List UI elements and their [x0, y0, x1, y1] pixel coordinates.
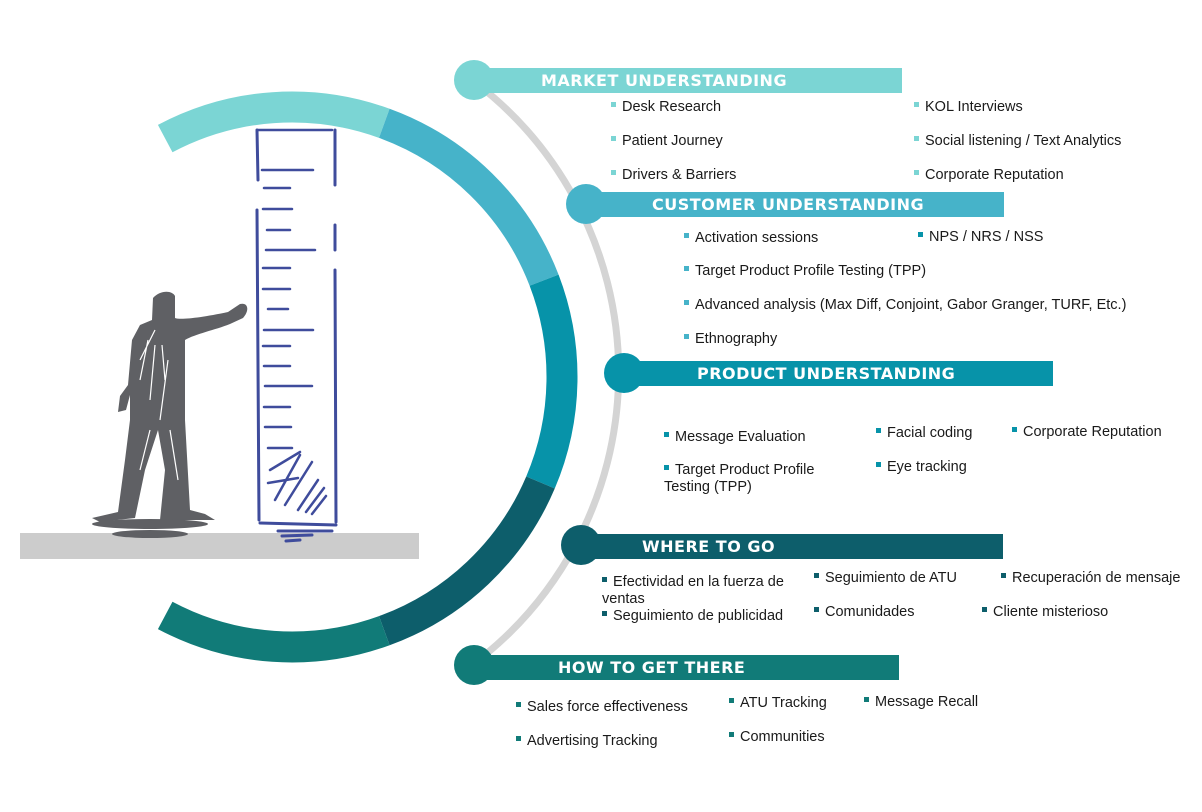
bullet-icon [684, 300, 689, 305]
list-item: NPS / NRS / NSS [918, 229, 1043, 246]
bullet-icon [684, 233, 689, 238]
bullet-icon [982, 607, 987, 612]
list-item: KOL Interviews [914, 99, 1023, 116]
list-item: Message Recall [864, 694, 978, 711]
list-item: Seguimiento de publicidad [602, 608, 783, 625]
bullet-icon [611, 102, 616, 107]
bullet-icon [729, 698, 734, 703]
section-title-how: HOW TO GET THERE [558, 658, 746, 677]
list-item: Sales force effectiveness [516, 699, 688, 716]
list-item: Communities [729, 729, 825, 746]
floor [20, 533, 419, 559]
list-item: Efectividad en la fuerza de ventas [602, 574, 784, 607]
bullet-icon [914, 170, 919, 175]
list-item: Ethnography [684, 331, 777, 348]
list-item: Target Product Profile Testing (TPP) [684, 263, 926, 280]
bullet-icon [914, 136, 919, 141]
list-item: Advertising Tracking [516, 733, 658, 750]
list-item: Facial coding [876, 425, 972, 442]
list-item: Patient Journey [611, 133, 723, 150]
list-item: Desk Research [611, 99, 721, 116]
bullet-icon [602, 611, 607, 616]
bullet-icon [611, 170, 616, 175]
bullet-icon [876, 462, 881, 467]
section-title-product: PRODUCT UNDERSTANDING [697, 364, 956, 383]
banner-how: HOW TO GET THERE [474, 655, 899, 680]
bullet-icon [729, 732, 734, 737]
bullet-icon [516, 702, 521, 707]
arc-segment-where [378, 476, 555, 646]
list-item: Activation sessions [684, 230, 818, 247]
list-item: Target Product Profile Testing (TPP) [664, 462, 815, 495]
bullet-icon [814, 607, 819, 612]
progress-arc [157, 91, 578, 663]
section-title-market: MARKET UNDERSTANDING [541, 71, 788, 90]
bullet-icon [516, 736, 521, 741]
banner-where: WHERE TO GO [581, 534, 1003, 559]
bullet-icon [914, 102, 919, 107]
bullet-icon [864, 697, 869, 702]
list-item: Cliente misterioso [982, 604, 1108, 621]
list-item: Corporate Reputation [914, 167, 1064, 184]
list-item: Message Evaluation [664, 429, 806, 446]
bullet-icon [876, 428, 881, 433]
list-item: Drivers & Barriers [611, 167, 736, 184]
bullet-icon [1001, 573, 1006, 578]
bullet-icon [684, 334, 689, 339]
list-item: Eye tracking [876, 459, 967, 476]
section-title-where: WHERE TO GO [642, 537, 776, 556]
list-item: Advanced analysis (Max Diff, Conjoint, G… [684, 297, 1126, 314]
arc-segment-market [157, 91, 390, 153]
bullet-icon [1012, 427, 1017, 432]
ruler-icon [255, 128, 338, 543]
businessman-icon [92, 291, 248, 538]
banner-product: PRODUCT UNDERSTANDING [624, 361, 1053, 386]
arc-segment-product [526, 274, 578, 489]
bullet-icon [814, 573, 819, 578]
banner-market: MARKET UNDERSTANDING [474, 68, 902, 93]
list-item: ATU Tracking [729, 695, 827, 712]
bullet-icon [684, 266, 689, 271]
bullet-icon [664, 465, 669, 470]
bullet-icon [664, 432, 669, 437]
section-title-customer: CUSTOMER UNDERSTANDING [652, 195, 925, 214]
arc-segment-customer [378, 108, 559, 286]
bullet-icon [918, 232, 923, 237]
list-item: Social listening / Text Analytics [914, 133, 1121, 150]
list-item: Seguimiento de ATU [814, 570, 957, 587]
bullet-icon [602, 577, 607, 582]
arc-segment-how [157, 601, 390, 663]
banner-customer: CUSTOMER UNDERSTANDING [586, 192, 1004, 217]
list-item: Comunidades [814, 604, 914, 621]
list-item: Corporate Reputation [1012, 424, 1162, 441]
list-item: Recuperación de mensaje [1001, 570, 1180, 587]
bullet-icon [611, 136, 616, 141]
businessman-hatching [139, 329, 179, 481]
